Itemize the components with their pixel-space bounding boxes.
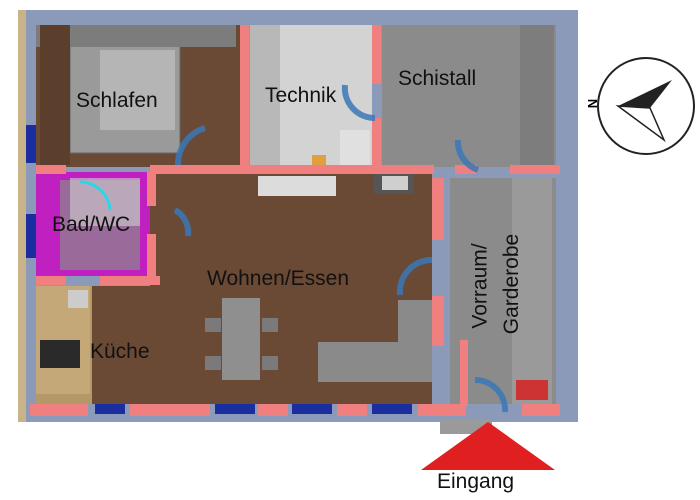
- kitchen-sink: [68, 290, 88, 308]
- room-label-wohnen: Wohnen/Essen: [207, 267, 350, 290]
- interior-walls: [30, 25, 560, 416]
- entrance-label: Eingang: [437, 470, 515, 493]
- shower-glass: [79, 180, 112, 211]
- garderobe-closet: [512, 178, 552, 404]
- sofa-side: [398, 300, 432, 382]
- technik-equipment: [250, 25, 280, 165]
- stove-top: [382, 176, 408, 190]
- kitchen-fridge: [40, 340, 80, 368]
- room-label-bad: Bad/WC: [52, 213, 131, 236]
- room-label-vorraum-line1: Vorraum/: [468, 243, 492, 329]
- room-label-vorraum-line2: Garderobe: [500, 233, 524, 335]
- window-bottom-4: [372, 404, 412, 414]
- outer-wall-left: [18, 10, 26, 422]
- room-label-technik: Technik: [265, 84, 337, 107]
- boiler: [340, 130, 370, 165]
- ski-rack: [520, 25, 554, 165]
- compass-needle-light: [615, 105, 666, 143]
- entrance-arrow: [421, 422, 555, 470]
- window-bottom-1: [95, 404, 125, 414]
- chair-3: [205, 356, 221, 370]
- room-label-schistall: Schistall: [398, 67, 477, 90]
- side-closet: [40, 25, 70, 165]
- outer-wall-right: [570, 10, 578, 422]
- window-bottom-2: [215, 404, 255, 414]
- bed-pillows: [100, 50, 175, 130]
- garderobe-bench: [516, 380, 548, 400]
- shower: [70, 178, 140, 226]
- kitchen-floor-wood: [92, 286, 152, 404]
- chair-1: [205, 318, 221, 332]
- room-label-kueche: Küche: [90, 340, 150, 363]
- chair-4: [262, 356, 278, 370]
- door-swings: [173, 84, 509, 413]
- window-bottom-3: [292, 404, 332, 414]
- wardrobe: [36, 25, 236, 47]
- room-label-schlafen: Schlafen: [76, 89, 158, 112]
- tv-unit: [258, 176, 336, 196]
- chair-2: [262, 318, 278, 332]
- compass-north-label: N: [585, 98, 601, 109]
- box-orange: [312, 155, 326, 165]
- dining-table: [222, 298, 260, 380]
